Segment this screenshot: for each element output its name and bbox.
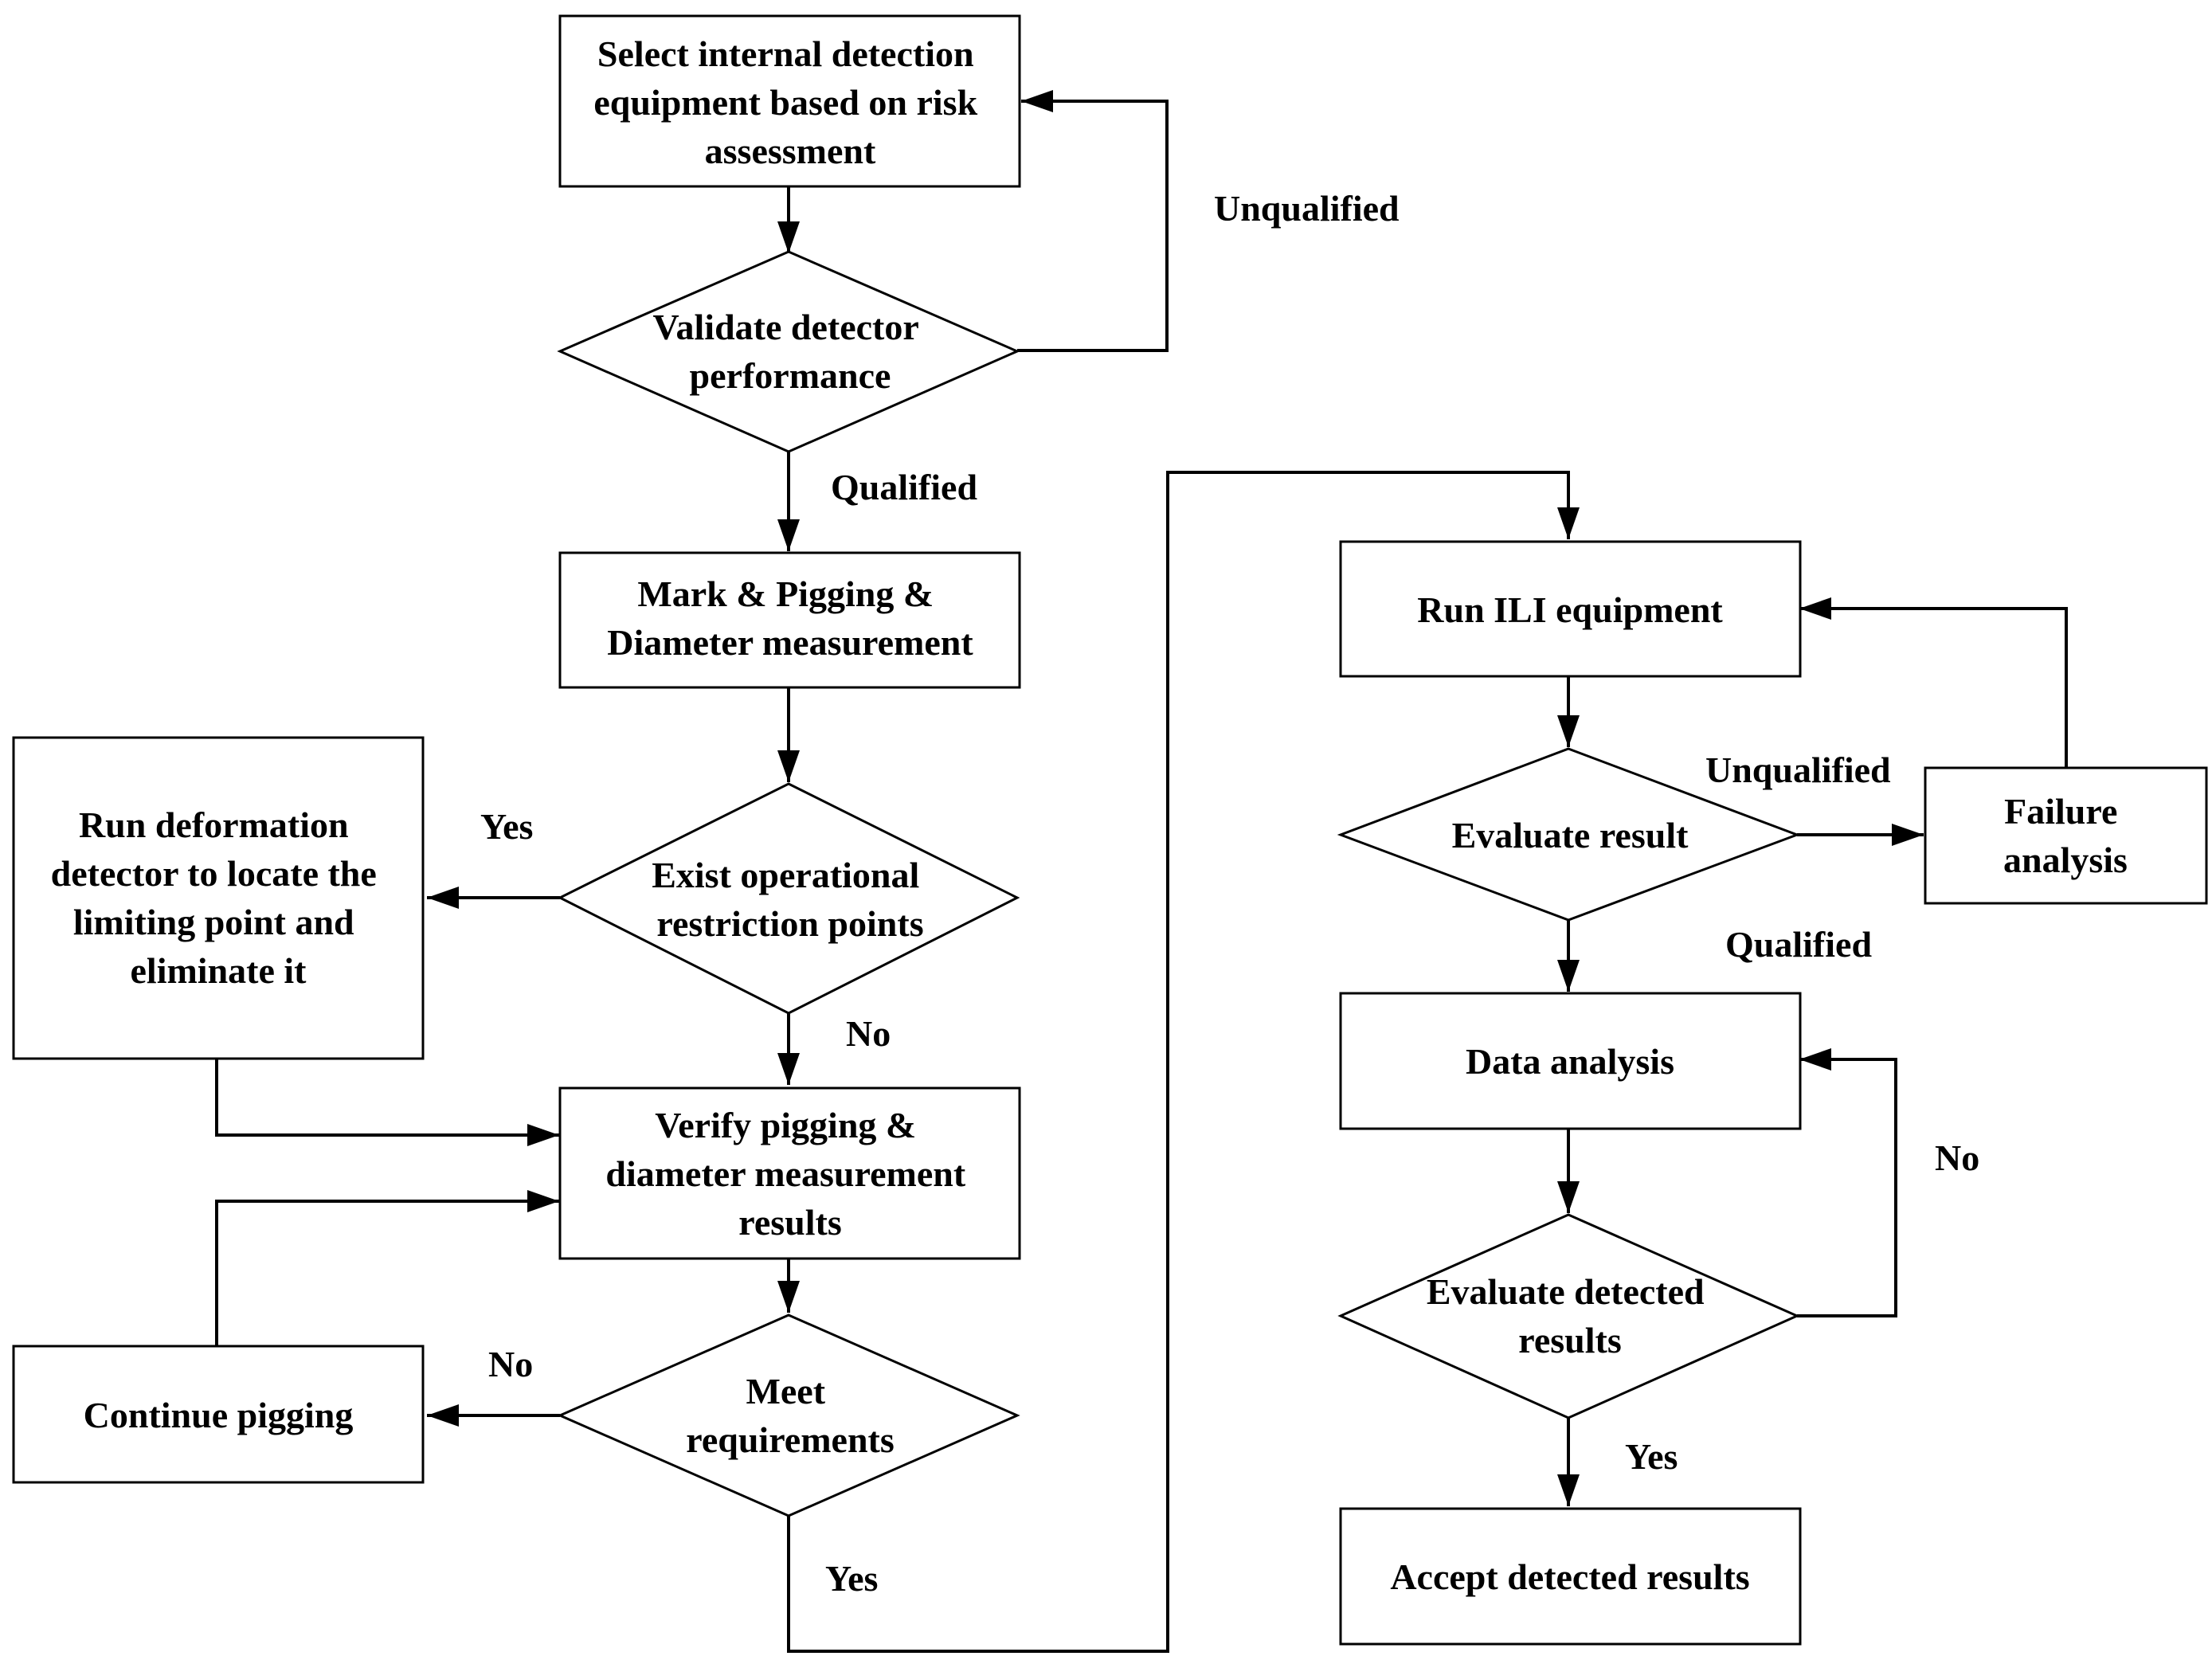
label-exist-restriction: Exist operational restriction points [652, 855, 929, 944]
label-line: analysis [2003, 840, 2128, 880]
label-line: requirements [686, 1419, 895, 1460]
label-line: restriction points [656, 903, 923, 944]
label-continue-pigging: Continue pigging [84, 1395, 354, 1435]
label-line: Evaluate result [1452, 815, 1689, 855]
label-line: Verify pigging & [655, 1105, 916, 1145]
diamond-evaluate-result [1337, 747, 1801, 922]
edge-label-unqualified-top: Unqualified [1214, 188, 1400, 229]
label-line: Diameter measurement [607, 622, 973, 663]
label-line: Failure [2004, 791, 2117, 832]
diamond-exist-restriction [557, 782, 1020, 1015]
edge-label-yes-meet: Yes [825, 1558, 878, 1599]
edge-deformation-to-verify [215, 1059, 559, 1146]
label-line: Accept detected results [1390, 1556, 1749, 1597]
edge-label-unqualified-evaluate: Unqualified [1705, 750, 1891, 790]
label-run-ili: Run ILI equipment [1417, 589, 1723, 630]
label-line: assessment [705, 131, 876, 171]
label-verify-pigging: Verify pigging & diameter measurement re… [605, 1105, 974, 1243]
diamond-evaluate-detected [1337, 1213, 1800, 1419]
label-line: Meet [746, 1371, 825, 1411]
label-line: Run ILI equipment [1417, 589, 1723, 630]
label-line: Select internal detection [597, 33, 974, 74]
label-line: diameter measurement [605, 1153, 965, 1194]
label-mark-pigging: Mark & Pigging & Diameter measurement [607, 574, 973, 663]
edges [215, 90, 2068, 1653]
label-line: detector to locate the [51, 853, 377, 894]
box-failure-analysis [1924, 766, 2208, 905]
label-select-equipment: Select internal detection equipment base… [593, 33, 986, 171]
box-accept-results [1339, 1507, 1802, 1646]
label-line: equipment based on risk [593, 82, 977, 123]
label-line: Run deformation [79, 805, 349, 845]
label-data-analysis: Data analysis [1466, 1041, 1674, 1082]
box-verify-pigging [558, 1086, 1021, 1260]
edge-label-yes-detected: Yes [1625, 1436, 1678, 1477]
box-run-deformation [12, 736, 425, 1060]
label-validate-performance: Validate detector performance [653, 307, 928, 396]
label-line: Validate detector [653, 307, 919, 347]
edge-label-qualified-top: Qualified [831, 467, 977, 507]
edge-continue-to-verify [215, 1190, 559, 1346]
label-line: results [1518, 1320, 1622, 1360]
diamond-validate-performance [557, 250, 1020, 453]
edge-meet-yes-to-ili [787, 471, 1580, 1653]
box-continue-pigging [12, 1345, 425, 1484]
edge-label-yes-restriction: Yes [480, 806, 533, 847]
label-line: results [738, 1202, 842, 1243]
edge-label-qualified-evaluate: Qualified [1725, 924, 1872, 965]
box-mark-pigging [558, 551, 1021, 689]
edge-label-no-restriction: No [846, 1013, 891, 1054]
nodes [12, 14, 2208, 1646]
edge-labels: Unqualified Qualified Yes No No Yes Unqu… [480, 188, 1979, 1599]
label-line: Exist operational [652, 855, 919, 895]
edge-validate-unqualified-loop [1017, 90, 1169, 352]
box-select-equipment [558, 14, 1021, 188]
label-accept-results: Accept detected results [1390, 1556, 1749, 1597]
edge-label-no-detected: No [1935, 1137, 1979, 1178]
node-labels: Select internal detection equipment base… [51, 33, 2128, 1597]
edge-evaluate-detected-no-loop [1797, 1048, 1897, 1317]
diamond-meet-requirements [557, 1313, 1020, 1517]
label-line: Evaluate detected [1427, 1271, 1705, 1312]
label-line: Mark & Pigging & [637, 574, 934, 614]
label-line: eliminate it [131, 950, 307, 991]
label-evaluate-result: Evaluate result [1452, 815, 1689, 855]
label-failure-analysis: Failure analysis [2003, 791, 2128, 880]
label-line: Data analysis [1466, 1041, 1674, 1082]
label-line: performance [690, 355, 891, 396]
box-data-analysis [1339, 992, 1802, 1130]
edge-failure-to-ili [1799, 597, 2068, 768]
edge-label-no-meet: No [488, 1344, 533, 1384]
label-meet-requirements: Meet requirements [686, 1371, 895, 1460]
label-line: limiting point and [73, 902, 354, 942]
label-run-deformation: Run deformation detector to locate the l… [51, 805, 386, 991]
label-evaluate-detected: Evaluate detected results [1427, 1271, 1713, 1360]
label-line: Continue pigging [84, 1395, 354, 1435]
box-run-ili [1339, 540, 1802, 678]
